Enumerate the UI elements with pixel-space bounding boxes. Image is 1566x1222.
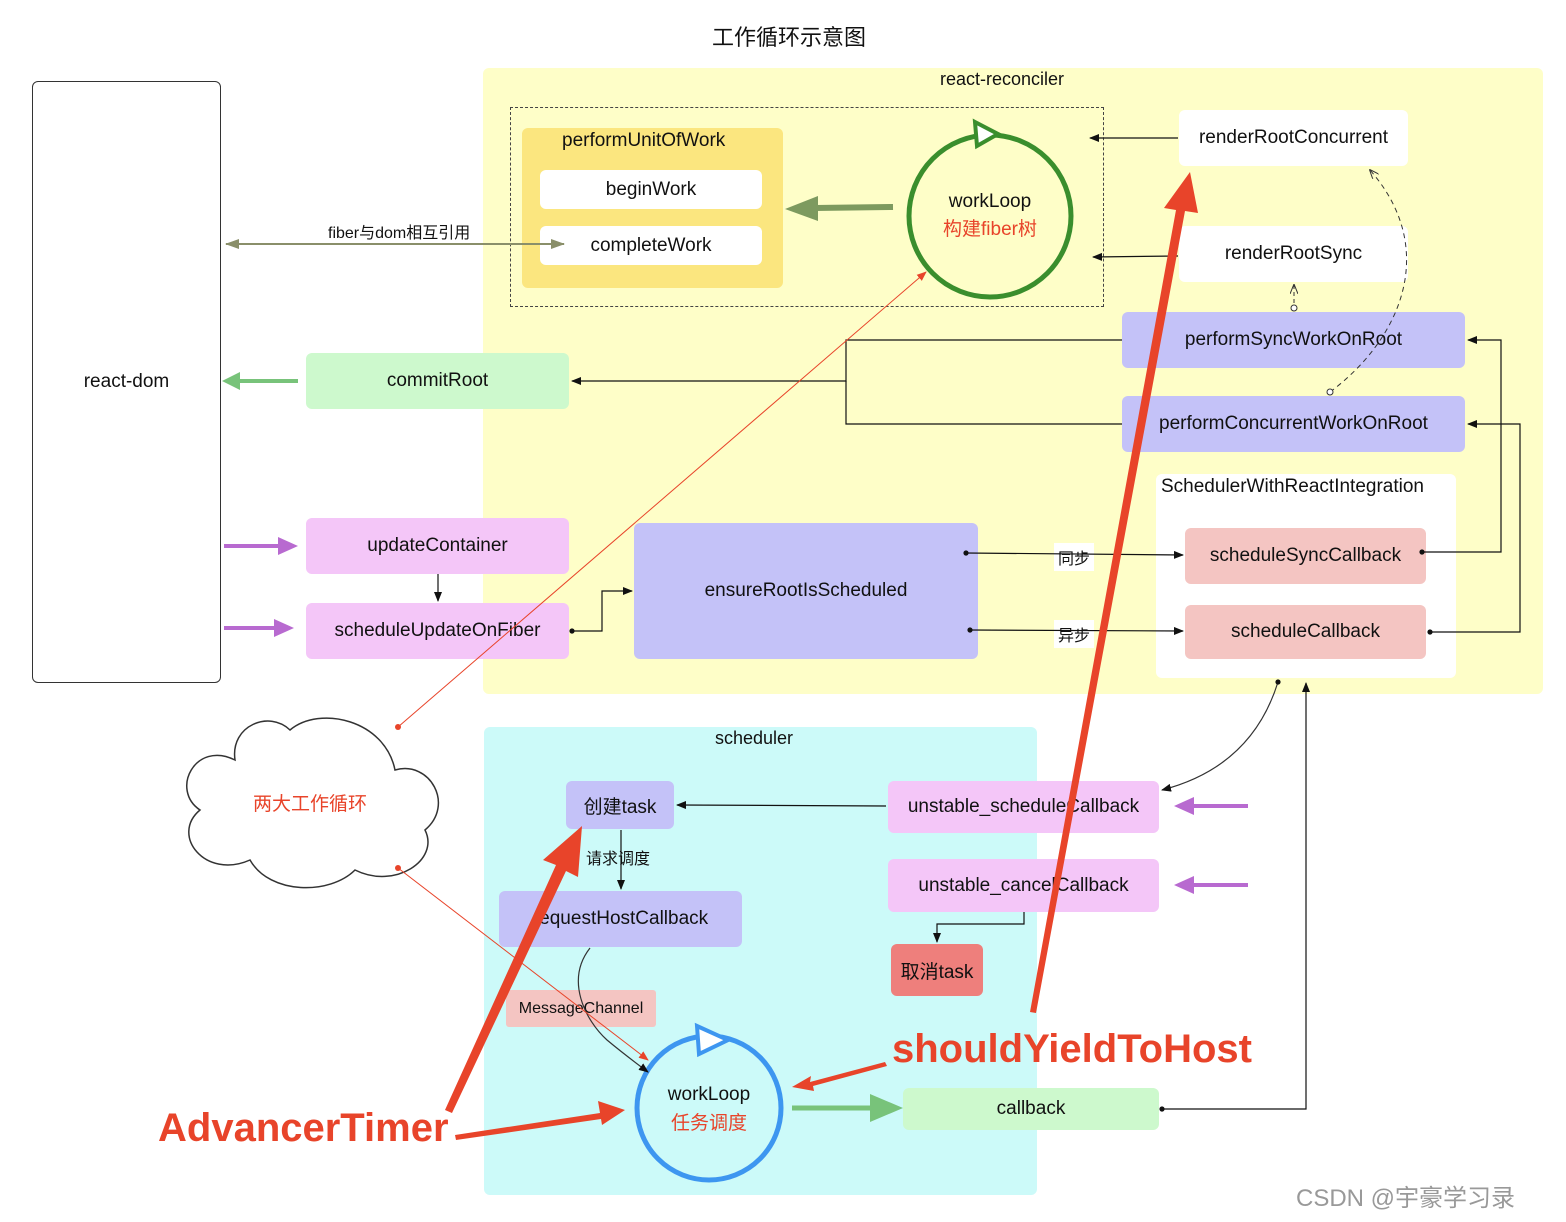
- render-root-concurrent-node[interactable]: renderRootConcurrent: [1179, 110, 1408, 166]
- page-title: 工作循环示意图: [712, 25, 867, 50]
- should-yield-arrows: [792, 172, 1198, 1091]
- reconciler-workloop-label: workLoop: [948, 191, 1031, 212]
- perform-concurrent-work-on-root-node[interactable]: performConcurrentWorkOnRoot: [1122, 396, 1465, 452]
- unstable-cancel-callback-node[interactable]: unstable_cancelCallback: [888, 859, 1159, 912]
- reconciler-workloop-node[interactable]: workLoop 构建fiber树: [906, 118, 1074, 300]
- schedule-sync-callback-node[interactable]: scheduleSyncCallback: [1185, 528, 1426, 584]
- reconciler-workloop-sublabel: 构建fiber树: [943, 218, 1037, 240]
- scheduler-workloop-sublabel: 任务调度: [671, 1112, 747, 1134]
- cancel-task-node[interactable]: 取消task: [891, 944, 983, 996]
- scheduler-workloop-label: workLoop: [667, 1084, 750, 1105]
- create-task-node[interactable]: 创建task: [566, 781, 674, 829]
- react-dom-label: react-dom: [83, 371, 170, 392]
- should-yield-label: shouldYieldToHost: [892, 1027, 1252, 1071]
- complete-work-node[interactable]: completeWork: [540, 226, 762, 265]
- perform-unit-of-work-label: performUnitOfWork: [562, 130, 726, 151]
- render-root-sync-node[interactable]: renderRootSync: [1179, 226, 1408, 282]
- watermark: CSDN @宇豪学习录: [1296, 1185, 1516, 1212]
- two-loops-cloud: 两大工作循环: [186, 717, 440, 889]
- request-schedule-label: 请求调度: [586, 851, 651, 868]
- workloop-to-unit-arrow: [785, 196, 894, 221]
- advancer-timer-label: AdvancerTimer: [158, 1106, 449, 1150]
- unstable-schedule-callback-node[interactable]: unstable_scheduleCallback: [888, 781, 1159, 833]
- scheduler-integration-label: SchedulerWithReactIntegration: [1161, 476, 1424, 497]
- reconciler-label: react-reconciler: [940, 69, 1065, 89]
- callback-node[interactable]: callback: [903, 1088, 1159, 1130]
- begin-work-node[interactable]: beginWork: [540, 170, 762, 209]
- scheduler-workloop-node[interactable]: workLoop 任务调度: [634, 1022, 784, 1183]
- schedule-callback-node[interactable]: scheduleCallback: [1185, 605, 1426, 659]
- scheduler-label: scheduler: [715, 728, 794, 748]
- perform-sync-work-on-root-node[interactable]: performSyncWorkOnRoot: [1122, 312, 1465, 368]
- two-loops-cloud-label: 两大工作循环: [253, 793, 367, 815]
- advancer-timer-arrows: [445, 826, 625, 1140]
- fiber-dom-ref-label: fiber与dom相互引用: [328, 225, 471, 242]
- react-dom-node[interactable]: react-dom: [32, 81, 221, 683]
